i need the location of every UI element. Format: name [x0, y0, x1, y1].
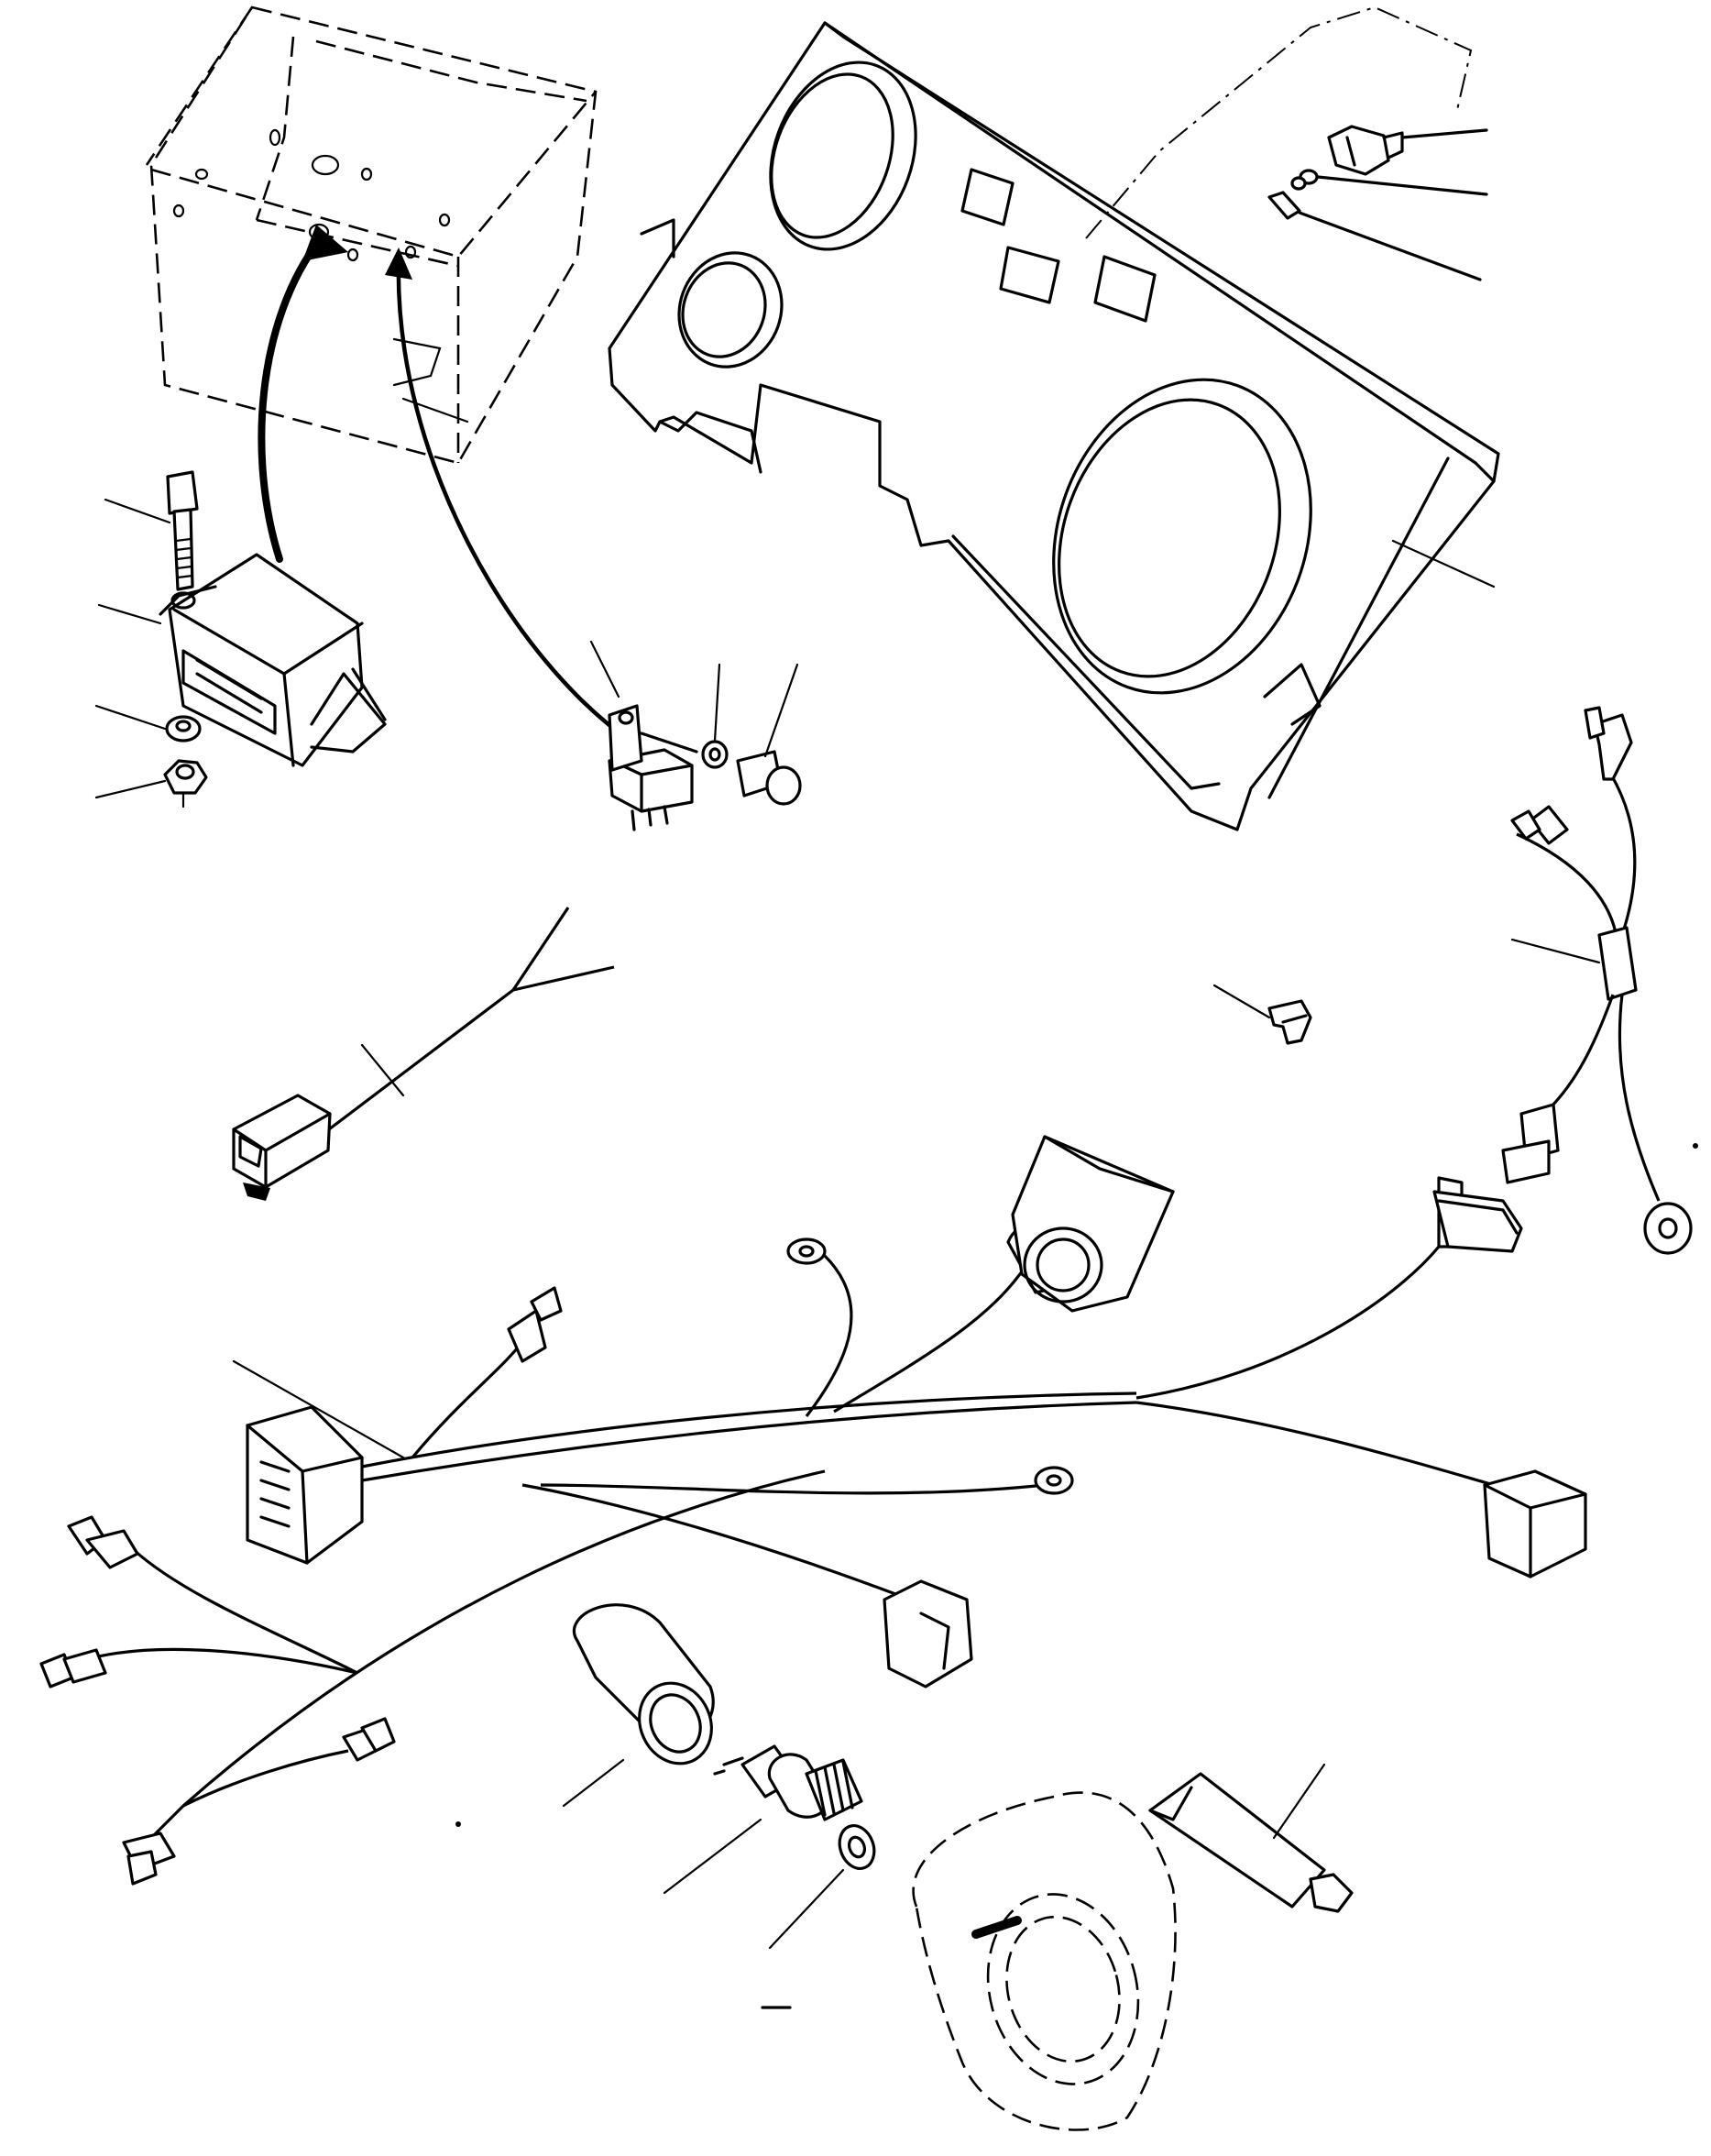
- lead-wire: [232, 907, 615, 1201]
- switch-cover: [562, 1603, 715, 1808]
- main-wiring-harness: [232, 1135, 1587, 1688]
- mounting-bolt: [104, 470, 199, 591]
- dot-mark: [455, 1821, 461, 1827]
- instrument-panel-plate: [608, 6, 1500, 831]
- panel-box: [145, 6, 598, 465]
- lamp-bulb: [1290, 169, 1488, 196]
- lock-washer: [94, 704, 202, 742]
- sealant-tube: [1148, 1763, 1354, 1913]
- plate-leader: [1391, 539, 1496, 588]
- lamp-clip: [1267, 191, 1482, 281]
- connector-clip: [1212, 984, 1312, 1045]
- hex-nut: [94, 759, 208, 808]
- relay: [589, 640, 698, 831]
- insertion-arrows: [258, 225, 635, 745]
- mounting-boss: [912, 1791, 1177, 2131]
- flasher-leader: [97, 603, 162, 625]
- flasher-unit: [159, 553, 387, 767]
- relay-screw: [736, 663, 802, 806]
- dot-mark-2: [1693, 1143, 1698, 1149]
- relay-washer: [701, 663, 729, 769]
- pressure-switch: [663, 1744, 863, 1895]
- lamp-harness: [1501, 706, 1693, 1255]
- switch-sub-harness: [39, 1469, 826, 1886]
- indicator-lamp-socket: [1327, 125, 1488, 176]
- gasket: [768, 1824, 876, 1950]
